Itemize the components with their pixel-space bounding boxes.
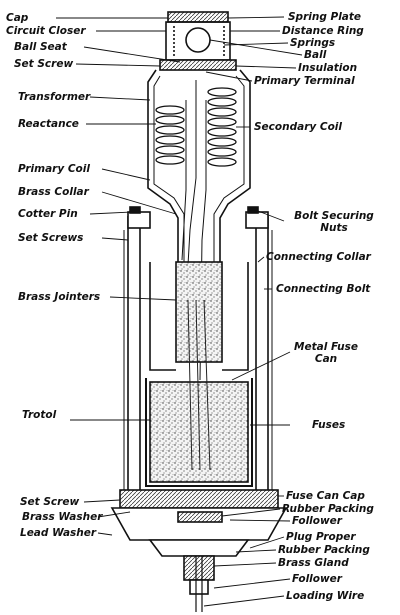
label-distance-ring: Distance Ring: [282, 25, 364, 37]
reactance-coil: [155, 105, 185, 165]
label-insulation: Insulation: [298, 62, 358, 74]
label-rubber-packing-top: Rubber Packing: [282, 503, 374, 515]
label-primary-terminal: Primary Terminal: [254, 75, 355, 87]
label-cotter-pin: Cotter Pin: [18, 208, 78, 220]
distance-ring: [159, 59, 237, 71]
label-secondary-coil: Secondary Coil: [254, 121, 342, 133]
bolt-nut-left: [129, 206, 141, 214]
label-loading-wire: Loading Wire: [286, 590, 365, 602]
label-brass-jointers: Brass Jointers: [18, 291, 101, 303]
fuses: [187, 299, 211, 471]
label-fuses: Fuses: [312, 419, 346, 431]
label-follower-top: Follower: [292, 515, 342, 527]
fuse-can-cap: [119, 489, 279, 509]
label-springs: Springs: [290, 37, 336, 49]
label-transformer: Transformer: [18, 91, 91, 103]
label-brass-washer: Brass Washer: [22, 511, 103, 523]
brass-jointer-zone: [175, 261, 223, 363]
label-lead-washer: Lead Washer: [20, 527, 97, 539]
label-reactance: Reactance: [18, 118, 79, 130]
secondary-coil: [207, 87, 237, 167]
brass-gland: [183, 555, 215, 581]
label-brass-gland: Brass Gland: [278, 557, 349, 569]
label-metal-fuse-can: Metal Fuse Can: [294, 341, 358, 365]
label-brass-collar: Brass Collar: [18, 186, 89, 198]
label-cap: Cap: [6, 12, 29, 24]
label-follower-bottom: Follower: [292, 573, 342, 585]
label-fuse-can-cap: Fuse Can Cap: [286, 490, 365, 502]
transformer-housing: [147, 69, 251, 262]
label-set-screw-bottom: Set Screw: [20, 496, 80, 508]
label-trotol: Trotol: [22, 409, 57, 421]
label-connecting-collar: Connecting Collar: [266, 251, 371, 263]
label-connecting-bolt: Connecting Bolt: [276, 283, 371, 295]
label-ball-seat: Ball Seat: [14, 41, 67, 53]
label-plug-proper: Plug Proper: [286, 531, 356, 543]
label-circuit-closer: Circuit Closer: [6, 25, 86, 37]
label-ball: Ball: [304, 49, 327, 61]
plug-proper: [148, 539, 250, 557]
connecting-collar-left: [127, 216, 141, 500]
label-set-screw-top: Set Screw: [14, 58, 74, 70]
rubber-packing: [177, 511, 223, 523]
label-bolt-securing-nuts: Bolt Securing Nuts: [294, 210, 374, 234]
label-primary-coil: Primary Coil: [18, 163, 90, 175]
loading-wire: [195, 556, 203, 612]
label-rubber-packing-bottom: Rubber Packing: [278, 544, 370, 556]
ball: [185, 27, 211, 53]
label-spring-plate: Spring Plate: [288, 11, 362, 23]
cap: [167, 11, 229, 23]
spring-coils: [173, 26, 225, 56]
bolt-nut-right: [247, 206, 259, 214]
primary-coil: [185, 80, 207, 190]
label-set-screws: Set Screws: [18, 232, 84, 244]
connecting-collar-right: [255, 216, 269, 500]
